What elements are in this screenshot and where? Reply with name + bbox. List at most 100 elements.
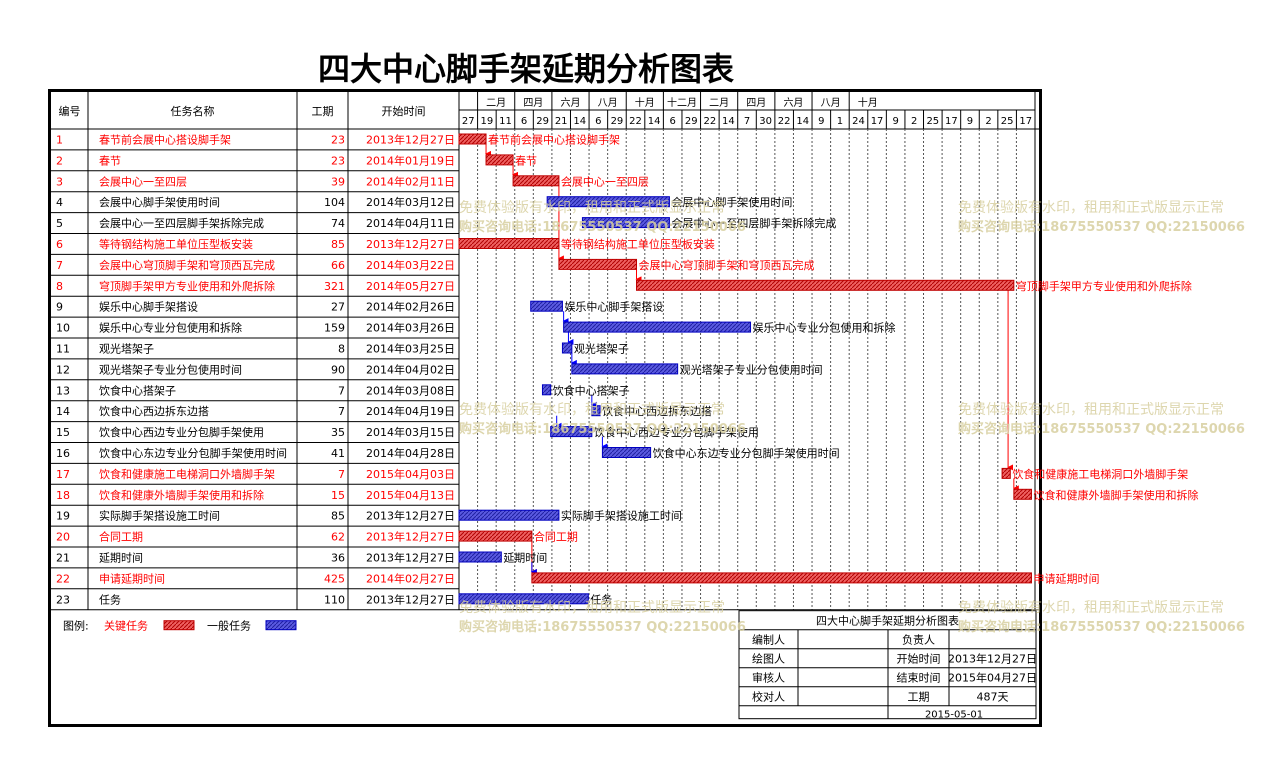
- column-header-name: 任务名称: [171, 104, 215, 118]
- task-id: 23: [56, 593, 70, 606]
- info-label-drafter: 绘图人: [752, 652, 785, 666]
- legend-critical-swatch: [163, 620, 195, 631]
- week-tick: 9: [818, 116, 824, 127]
- bar-label: 会展中心穹顶脚手架和穹顶西瓦完成: [639, 258, 815, 272]
- task-name: 会展中心一至四层脚手架拆除完成: [99, 216, 264, 230]
- task-duration: 104: [324, 196, 345, 209]
- info-value-end_value: 2015年04月27日: [948, 671, 1037, 685]
- task-start: 2014年04月19日: [366, 404, 455, 418]
- watermark-line2: 购买咨询电话:18675550537 QQ:22150066: [958, 219, 1245, 235]
- gantt-bar: [530, 300, 563, 312]
- task-start: 2014年03月12日: [366, 195, 455, 209]
- gantt-bar: [531, 572, 1032, 584]
- week-tick: 29: [611, 116, 624, 127]
- bar-label: 饮食中心东边专业分包脚手架使用时间: [653, 446, 840, 460]
- task-id: 22: [56, 572, 70, 585]
- task-id: 14: [56, 405, 70, 418]
- legend-normal-swatch: [265, 620, 297, 631]
- task-duration: 8: [338, 342, 345, 355]
- task-name: 会展中心穹顶脚手架和穹顶西瓦完成: [99, 258, 275, 272]
- week-tick: 29: [536, 116, 549, 127]
- task-name: 饮食和健康施工电梯洞口外墙脚手架: [99, 467, 275, 481]
- info-title: 四大中心脚手架延期分析图表: [816, 614, 959, 628]
- bar-label: 观光塔架子专业分包使用时间: [680, 362, 823, 376]
- task-duration: 39: [331, 175, 345, 188]
- task-start: 2014年03月26日: [366, 321, 455, 335]
- task-name: 饮食和健康外墙脚手架使用和拆除: [99, 488, 264, 502]
- gantt-frame: [48, 89, 1042, 727]
- task-duration: 159: [324, 322, 345, 335]
- task-duration: 425: [324, 572, 345, 585]
- column-header-start: 开始时间: [382, 104, 426, 118]
- watermark-line1: 免费体验版有水印，租用和正式版显示正常: [459, 200, 725, 216]
- task-name: 饮食中心东边专业分包脚手架使用时间: [99, 446, 287, 460]
- week-tick: 25: [1001, 116, 1014, 127]
- week-tick: 22: [778, 116, 791, 127]
- info-label-reviewer: 审核人: [752, 671, 785, 685]
- week-tick: 9: [892, 116, 898, 127]
- gantt-bar: [458, 133, 487, 145]
- task-duration: 85: [331, 238, 345, 251]
- gantt-bar: [1013, 488, 1032, 500]
- task-start: 2014年04月02日: [366, 362, 455, 376]
- week-tick: 11: [499, 116, 512, 127]
- info-value-start_value: 2013年12月27日: [948, 652, 1037, 666]
- task-start: 2015年04月03日: [366, 467, 455, 481]
- month-label: 二月: [709, 97, 729, 109]
- watermark-line1: 免费体验版有水印，租用和正式版显示正常: [958, 200, 1224, 216]
- gantt-bar: [541, 384, 552, 396]
- task-id: 10: [56, 322, 70, 335]
- task-duration: 23: [331, 154, 345, 167]
- watermark-line2: 购买咨询电话:18675550537 QQ:22150066: [958, 619, 1245, 635]
- week-tick: 14: [648, 116, 661, 127]
- task-name: 任务: [99, 593, 121, 606]
- gantt-bar: [571, 363, 679, 375]
- bar-label: 延期时间: [503, 551, 547, 564]
- info-value-duration_value: 487天: [977, 691, 1009, 704]
- month-label: 十月: [635, 96, 655, 109]
- info-label-duration_label: 工期: [908, 691, 930, 704]
- task-id: 18: [56, 489, 70, 502]
- task-id: 9: [56, 301, 63, 314]
- gantt-bar: [550, 426, 593, 438]
- bar-label: 穹顶脚手架甲方专业使用和外爬拆除: [1016, 279, 1192, 293]
- gantt-bar: [581, 217, 670, 229]
- task-name: 春节: [99, 154, 121, 167]
- week-tick: 25: [926, 116, 939, 127]
- week-tick: 1: [837, 116, 843, 127]
- task-name: 合同工期: [99, 530, 143, 544]
- task-duration: 35: [331, 426, 345, 439]
- task-name: 观光塔架子: [99, 341, 154, 355]
- task-id: 4: [56, 196, 63, 209]
- watermark-line1: 免费体验版有水印，租用和正式版显示正常: [459, 600, 725, 616]
- month-label: 十月: [858, 96, 878, 109]
- task-name: 延期时间: [99, 551, 143, 564]
- bar-label: 实际脚手架搭设施工时间: [561, 509, 682, 523]
- task-id: 2: [56, 154, 63, 167]
- bar-label: 会展中心脚手架使用时间: [671, 195, 792, 209]
- task-name: 饮食中心搭架子: [99, 383, 176, 397]
- task-start: 2013年12月27日: [366, 509, 455, 523]
- task-duration: 36: [331, 551, 345, 564]
- bar-label: 会展中心一至四层: [561, 175, 649, 188]
- gantt-bar: [563, 321, 752, 333]
- legend-critical-label: 关键任务: [104, 619, 148, 633]
- task-name: 等待钢结构施工单位压型板安装: [99, 237, 253, 251]
- week-tick: 17: [1019, 116, 1032, 127]
- month-label: 六月: [783, 97, 803, 109]
- task-id: 15: [56, 426, 70, 439]
- task-duration: 41: [331, 447, 345, 460]
- task-start: 2013年12月27日: [366, 550, 455, 564]
- watermark-line1: 免费体验版有水印，租用和正式版显示正常: [958, 402, 1224, 418]
- task-start: 2014年03月22日: [366, 258, 455, 272]
- bar-label: 娱乐中心脚手架搭设: [564, 300, 663, 314]
- task-start: 2013年12月27日: [366, 237, 455, 251]
- task-name: 实际脚手架搭设施工时间: [99, 509, 220, 523]
- task-start: 2015年04月13日: [366, 488, 455, 502]
- gantt-bar: [458, 509, 560, 521]
- bar-label: 饮食和健康施工电梯洞口外墙脚手架: [1012, 467, 1188, 481]
- task-id: 13: [56, 384, 70, 397]
- task-start: 2013年12月27日: [366, 592, 455, 606]
- gantt-bar: [458, 530, 533, 542]
- week-tick: 29: [685, 116, 698, 127]
